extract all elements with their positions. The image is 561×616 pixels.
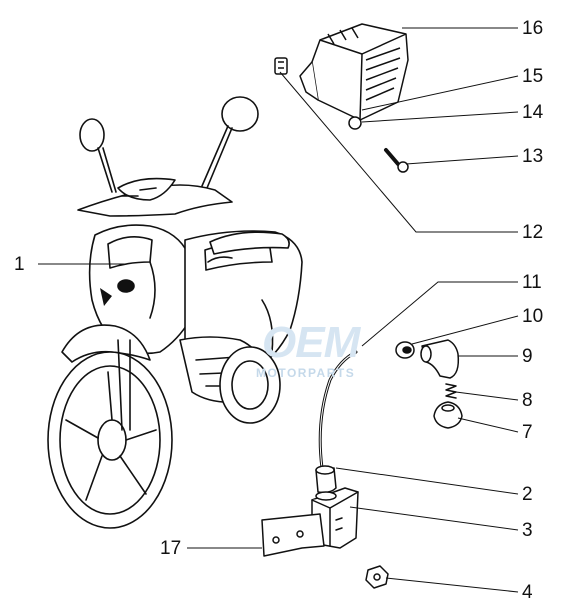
leader-lines: [38, 27, 519, 593]
callout-14: 14: [522, 102, 544, 123]
callout-10: 10: [522, 306, 544, 327]
scooter-drawing: [47, 96, 303, 529]
callout-13: 13: [522, 146, 544, 167]
callout-15: 15: [522, 66, 544, 87]
watermark-text: MOTORPARTS: [256, 366, 356, 380]
callout-17: 17: [160, 538, 182, 559]
callout-11: 11: [522, 272, 542, 293]
callout-3: 3: [522, 520, 533, 541]
callout-7: 7: [522, 422, 533, 443]
mirror-right: [221, 96, 259, 132]
callout-16: 16: [522, 18, 544, 39]
coil-drawing: [261, 339, 463, 589]
callout-1: 1: [14, 254, 25, 275]
callout-9: 9: [522, 346, 533, 367]
callout-12: 12: [522, 222, 544, 243]
callout-8: 8: [522, 390, 533, 411]
watermark-logo: OEM: [262, 318, 360, 367]
callout-4: 4: [522, 582, 533, 603]
front-wheel: [47, 351, 173, 529]
callout-2: 2: [522, 484, 533, 505]
regulator-drawing: [274, 23, 409, 173]
rear-wheel: [219, 346, 281, 424]
mirror-left: [79, 118, 105, 152]
